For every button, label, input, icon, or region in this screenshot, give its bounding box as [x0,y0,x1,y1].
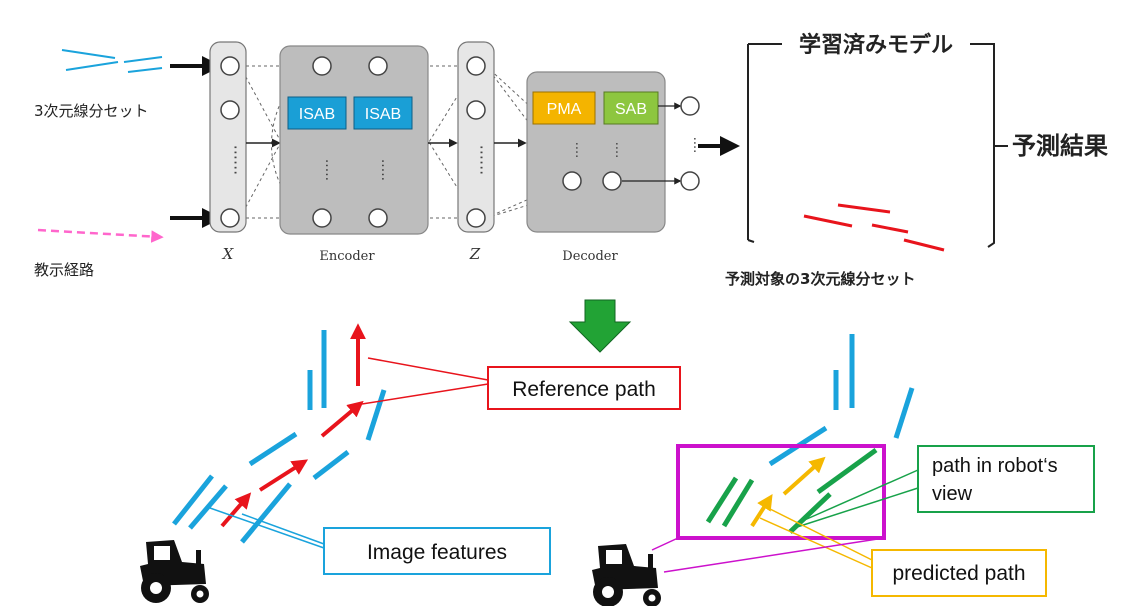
encoder-label: Encoder [319,249,375,264]
tractor-icon-left [140,540,209,603]
z-node-3 [466,208,486,228]
encoder-block [279,45,429,235]
sab-block [603,91,659,125]
pma-block [532,91,596,125]
image-features-callout-lines [209,507,325,549]
trained-model-label: 学習済みモデル [799,32,953,58]
sab-label: SAB [615,101,647,118]
z-ellipsis: ······ [472,145,491,176]
predicted-path-callout [871,549,1047,597]
image-features-callout [323,527,551,575]
input-line-segments-label: 3次元線分セット [34,102,149,120]
x-node-3 [220,208,240,228]
trained-model-bracket [747,43,995,248]
robot-view-cone-lines [651,537,885,573]
predicted-path-callout-lines [759,507,873,569]
decoder-label: Decoder [562,249,618,264]
x-node-1 [220,56,240,76]
reference-path-callout-lines [361,357,489,405]
teaching-path-dashed-arrow [37,228,164,243]
z-layer-box [457,41,495,233]
isab-label-2: ISAB [365,106,401,123]
path-in-view-label-line2: view [932,483,973,505]
reference-path-callout [487,366,681,410]
path-in-view-callout-lines [793,469,919,529]
decoder-node-1 [562,171,582,191]
encoder-ellipsis-1: ····· [318,159,334,181]
z-layer-label: Z [469,245,481,263]
x-node-2 [220,100,240,120]
predicted-path-yellow [750,456,826,528]
x-layer-box [209,41,247,233]
encoder-node-1b [312,208,332,228]
encoder-node-2b [368,208,388,228]
teaching-path-label: 教示経路 [34,261,94,279]
image-features-label: Image features [367,541,507,564]
decoder-ellipsis-2: ···· [608,142,623,159]
encoder-ellipsis-2: ····· [374,159,390,181]
decoder-ellipsis-1: ···· [568,142,583,159]
left-reference-path [220,323,366,528]
left-image-feature-segments [172,330,387,544]
tractor-icon-right [592,544,661,606]
output-node-2 [680,171,700,191]
encoder-node-2a [368,56,388,76]
decoder-node-2 [602,171,622,191]
prediction-result-label: 予測結果 [1012,132,1108,160]
x-ellipsis: ······ [226,145,245,176]
robot-view-green-segments [705,447,878,534]
output-ellipsis: ···· [686,137,701,154]
down-arrow-icon [568,299,632,353]
predicted-path-label: predicted path [892,562,1025,585]
x-layer-label: X [222,245,235,263]
z-node-2 [466,100,486,120]
input-line-segments-icon [61,49,163,73]
encoder-node-1a [312,56,332,76]
isab-label-1: ISAB [299,106,335,123]
target-segments-label: 予測対象の3次元線分セット [725,270,915,288]
predicted-red-segments [803,203,945,252]
pma-label: PMA [547,101,582,118]
isab-block-1 [287,96,347,130]
robot-view-box [676,444,886,540]
z-node-1 [466,56,486,76]
output-node-1 [680,96,700,116]
reference-path-label: Reference path [512,378,656,401]
path-in-view-callout [917,445,1095,513]
isab-block-2 [353,96,413,130]
path-in-view-label-line1: path in robot‘s [932,455,1058,477]
